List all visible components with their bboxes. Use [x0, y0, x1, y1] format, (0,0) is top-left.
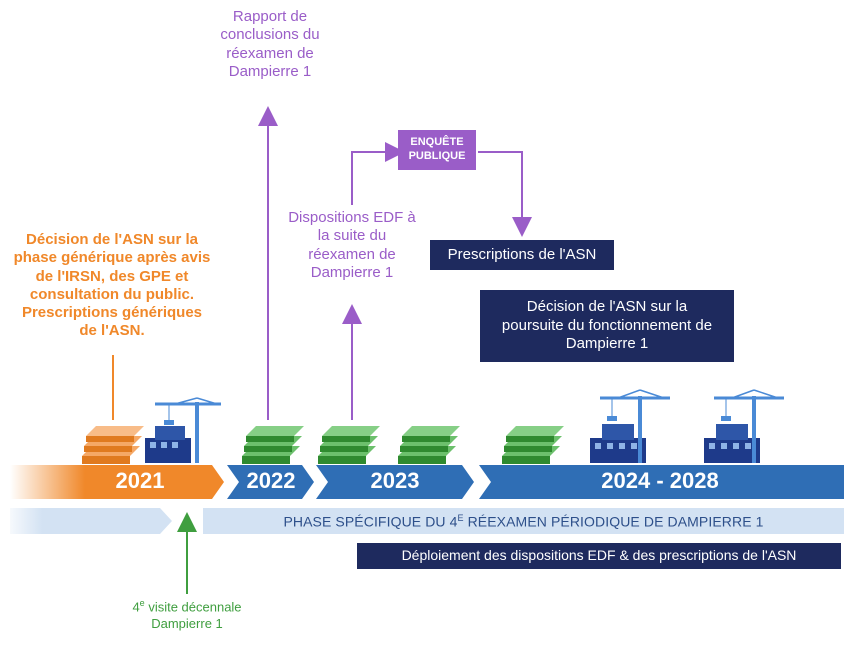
enquete-publique-label: ENQUÊTE PUBLIQUE — [408, 136, 466, 162]
prescriptions-asn-box: Prescriptions de l'ASN — [430, 240, 614, 270]
phase-text-after: RÉEXAMEN PÉRIODIQUE DE DAMPIERRE 1 — [463, 513, 764, 530]
decision-poursuite-label: Décision de l'ASN sur la poursuite du fo… — [501, 297, 713, 353]
phase-text-sup: E — [457, 513, 464, 523]
year-label-2022: 2022 — [246, 468, 296, 493]
year-label-2021: 2021 — [115, 468, 165, 493]
enquete-path-out — [478, 151, 532, 237]
year-segment-2022 — [227, 465, 314, 499]
phase-specifique-label: PHASE SPÉCIFIQUE DU 4E RÉEXAMEN PÉRIODIQ… — [203, 513, 844, 530]
construction-crane-icon — [145, 397, 221, 463]
phase-band-main — [203, 508, 844, 534]
construction-crane-icon — [590, 389, 670, 463]
enquete-path-in — [351, 142, 405, 205]
deploiement-box: Déploiement des dispositions EDF & des p… — [357, 543, 841, 569]
year-segment-2024-2028 — [479, 465, 844, 499]
visite-num: 4 — [132, 599, 140, 615]
year-label-2023: 2023 — [370, 468, 420, 493]
year-segment-2023 — [316, 465, 474, 499]
decision-poursuite-box: Décision de l'ASN sur la poursuite du fo… — [480, 290, 734, 362]
document-stack-icon — [82, 426, 144, 464]
deploiement-label: Déploiement des dispositions EDF & des p… — [401, 547, 797, 564]
visite-decennale-label: 4e visite décennale Dampierre 1 — [132, 598, 242, 632]
decision-generique-label: Décision de l'ASN sur la phase générique… — [13, 231, 211, 340]
prescriptions-asn-label: Prescriptions de l'ASN — [447, 245, 597, 263]
rapport-label: Rapport de conclusions du réexamen de Da… — [220, 8, 320, 80]
document-stack-icon — [242, 426, 304, 464]
visite-sup: e — [139, 598, 145, 608]
construction-crane-icon — [704, 389, 784, 463]
phase-band-left — [10, 508, 172, 534]
document-stack-icon — [318, 426, 380, 464]
visite-rest: visite décennale Dampierre 1 — [148, 599, 242, 631]
document-stack-icon — [502, 426, 564, 464]
phase-text-before: PHASE SPÉCIFIQUE DU 4 — [283, 513, 458, 530]
document-stack-icon — [398, 426, 460, 464]
year-segment-2021 — [10, 465, 224, 499]
year-label-2024-2028: 2024 - 2028 — [601, 468, 719, 493]
dispositions-label: Dispositions EDF à la suite du réexamen … — [288, 209, 416, 281]
enquete-publique-box: ENQUÊTE PUBLIQUE — [398, 130, 476, 170]
